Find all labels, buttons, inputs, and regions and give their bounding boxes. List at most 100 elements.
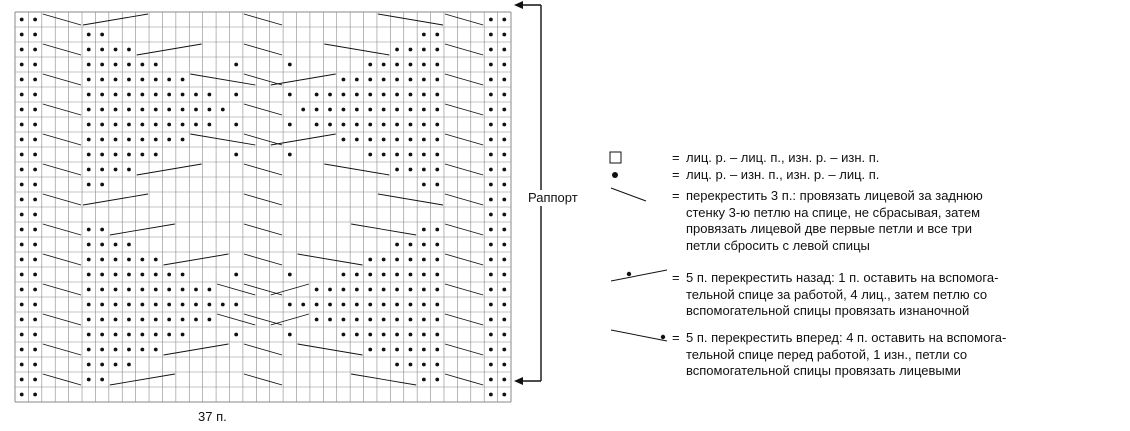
purl-dot: [167, 92, 172, 97]
purl-dot: [381, 107, 386, 112]
purl-dot: [314, 302, 319, 307]
purl-dot: [153, 107, 158, 112]
purl-dot: [127, 62, 131, 67]
purl-dot: [421, 137, 426, 142]
purl-dot: [153, 302, 158, 307]
cross-stitch-line: [82, 13, 149, 26]
purl-dot: [33, 17, 38, 22]
cross-stitch-line: [42, 223, 82, 236]
cross-stitch-line: [42, 13, 82, 26]
purl-dot: [341, 77, 346, 82]
purl-dot: [368, 122, 373, 127]
cross-stitch-line: [42, 283, 82, 296]
purl-dot: [287, 332, 292, 337]
purl-dot: [314, 287, 319, 292]
purl-dot: [207, 107, 212, 112]
purl-dot: [100, 62, 105, 67]
purl-dot: [301, 302, 306, 307]
legend-eq-3: =: [672, 188, 680, 203]
purl-dot: [19, 122, 24, 127]
purl-dot: [19, 47, 24, 52]
cross-stitch-line: [216, 313, 256, 326]
purl-dot: [408, 152, 413, 157]
purl-dot: [167, 317, 172, 322]
purl-dot: [408, 242, 413, 247]
purl-dot: [502, 287, 507, 292]
purl-dot: [127, 272, 131, 277]
purl-dot: [421, 317, 426, 322]
purl-dot: [421, 227, 426, 232]
purl-dot: [207, 317, 212, 322]
purl-dot: [395, 62, 399, 67]
purl-dot: [33, 347, 38, 352]
stitch-count-label: 37 п.: [198, 409, 227, 424]
purl-dot: [354, 137, 359, 142]
purl-dot: [421, 32, 426, 37]
purl-dot: [421, 332, 426, 337]
purl-dot: [435, 182, 440, 187]
legend-text-purl-knit: лиц. р. – изн. п., изн. р. – лиц. п.: [686, 167, 880, 182]
purl-dot: [368, 77, 373, 82]
purl-dot: [502, 137, 507, 142]
cross-stitch-line: [297, 343, 363, 356]
purl-dot: [127, 92, 131, 97]
purl-dot: [19, 362, 24, 367]
purl-dot: [19, 287, 24, 292]
purl-dot: [488, 122, 493, 127]
purl-dot: [113, 272, 118, 277]
purl-dot: [368, 257, 373, 262]
cross-stitch-line: [42, 103, 82, 116]
purl-dot: [502, 392, 507, 397]
purl-dot: [421, 302, 426, 307]
purl-dot: [100, 47, 105, 52]
purl-dot: [421, 47, 426, 52]
cross-stitch-line: [351, 373, 417, 386]
purl-dot: [328, 302, 332, 307]
cross-stitch-line: [444, 193, 484, 206]
purl-dot: [408, 302, 413, 307]
purl-dot: [167, 137, 172, 142]
purl-dot: [502, 77, 507, 82]
purl-dot: [127, 287, 131, 292]
purl-dot: [127, 302, 131, 307]
purl-dot: [381, 302, 386, 307]
legend-eq-5: =: [672, 330, 680, 345]
purl-dot: [33, 107, 38, 112]
purl-dot: [395, 152, 399, 157]
cross-stitch-line: [444, 163, 484, 176]
purl-dot: [33, 257, 38, 262]
purl-dot: [19, 377, 24, 382]
purl-dot: [488, 167, 493, 172]
purl-dot: [194, 122, 198, 127]
purl-dot: [19, 92, 24, 97]
purl-dot: [381, 122, 386, 127]
purl-dot: [234, 152, 239, 157]
cross-stitch-line: [444, 223, 484, 236]
purl-dot: [113, 257, 118, 262]
cross-stitch-line: [82, 193, 149, 206]
purl-dot: [502, 227, 507, 232]
arrow-bottom-icon: [514, 377, 523, 385]
purl-dot: [368, 92, 373, 97]
purl-dot: [19, 317, 24, 322]
cross-stitch-line: [136, 43, 202, 56]
purl-dot: [287, 122, 292, 127]
purl-dot: [368, 62, 373, 67]
purl-dot: [488, 287, 493, 292]
cross-stitch-line: [136, 163, 202, 176]
purl-dot: [180, 317, 185, 322]
purl-dot: [234, 272, 239, 277]
purl-dot: [341, 272, 346, 277]
purl-dot: [234, 92, 239, 97]
purl-dot: [180, 92, 185, 97]
cross-stitch-line: [243, 343, 283, 356]
cross-5-back-icon: [610, 269, 668, 282]
purl-dot: [395, 47, 399, 52]
purl-dot: [368, 347, 373, 352]
cross-stitch-line: [444, 73, 484, 86]
purl-dot: [113, 167, 118, 172]
purl-dot: [381, 332, 386, 337]
cross-stitch-line: [444, 43, 484, 56]
purl-dot: [140, 257, 145, 262]
purl-dot: [368, 302, 373, 307]
